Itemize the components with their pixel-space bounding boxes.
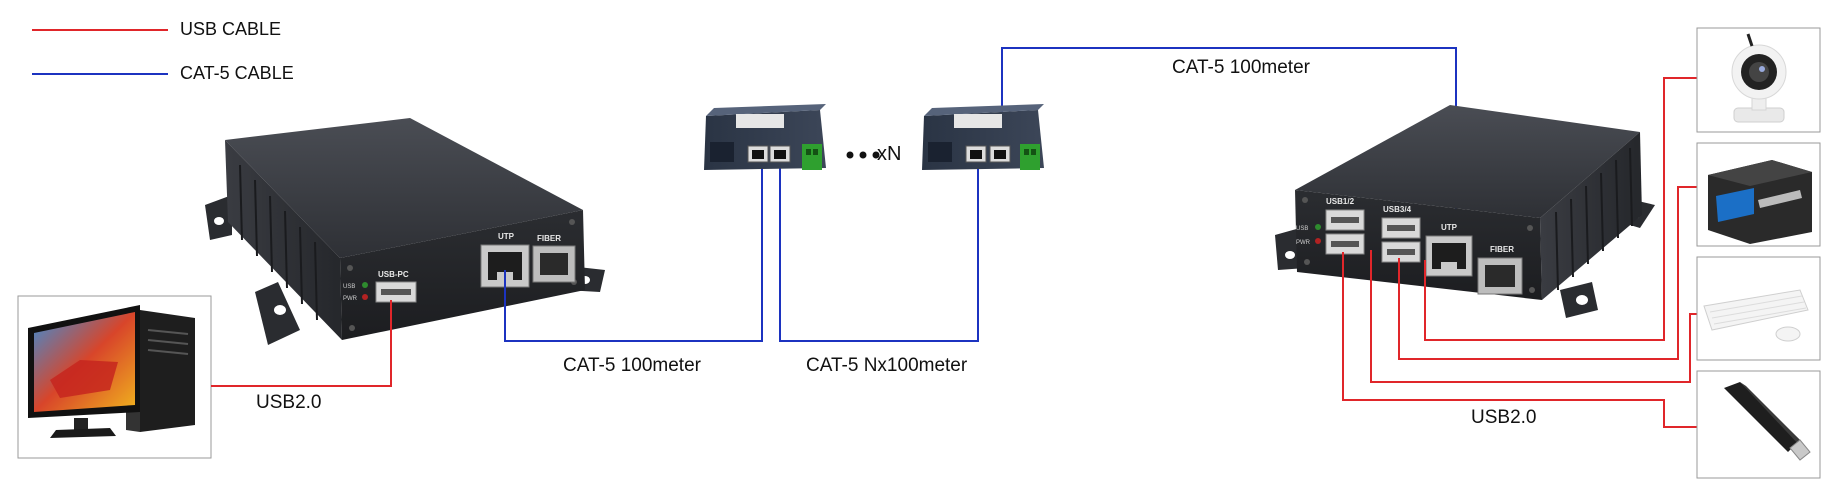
left-led-usb bbox=[362, 282, 368, 288]
right-port-usb34-label: USB3/4 bbox=[1383, 205, 1412, 214]
left-usb-cable bbox=[211, 300, 392, 387]
usb-cable-usb-drive bbox=[1342, 252, 1697, 428]
cat5-cable-left bbox=[504, 151, 763, 342]
left-led-pwr bbox=[362, 294, 368, 300]
fiber-switch-1 bbox=[704, 104, 826, 170]
usb-drive-icon bbox=[1696, 370, 1821, 479]
right-extender: USB PWR USB1/2 USB3/4 UTP FIBER bbox=[1275, 105, 1655, 318]
right-led-usb-label: USB bbox=[1296, 226, 1308, 232]
right-led-pwr bbox=[1315, 238, 1321, 244]
usb-cable-camera bbox=[1424, 77, 1697, 341]
legend-cat5-label: CAT-5 CABLE bbox=[180, 63, 294, 83]
usb-cable-keyboard bbox=[1370, 250, 1697, 383]
left-led-usb-label: USB bbox=[343, 284, 355, 290]
right-led-pwr-label: PWR bbox=[1296, 240, 1311, 246]
right-port-fiber-label: FIBER bbox=[1490, 245, 1514, 254]
keyboard-icon bbox=[1696, 256, 1821, 361]
left-port-utp-label: UTP bbox=[498, 232, 515, 241]
cat5-left-label: CAT-5 100meter bbox=[563, 355, 701, 376]
computer-icon bbox=[17, 295, 212, 459]
right-led-usb bbox=[1315, 224, 1321, 230]
left-extender: USB PWR USB-PC UTP FIBER bbox=[205, 118, 605, 345]
repeat-dot-2 bbox=[859, 151, 867, 159]
left-port-fiber-label: FIBER bbox=[537, 234, 561, 243]
camera-icon bbox=[1696, 27, 1821, 133]
right-port-usb12-label: USB1/2 bbox=[1326, 197, 1355, 206]
left-led-pwr-label: PWR bbox=[343, 296, 358, 302]
fiber-switch-2 bbox=[922, 104, 1044, 170]
repeat-dot-3 bbox=[872, 151, 880, 159]
right-usb-label: USB2.0 bbox=[1471, 407, 1537, 428]
left-port-usb-pc-label: USB-PC bbox=[378, 270, 409, 279]
right-port-utp-label: UTP bbox=[1441, 223, 1458, 232]
repeat-label: xN bbox=[877, 143, 902, 165]
printer-icon bbox=[1696, 142, 1821, 247]
usb-cable-printer bbox=[1398, 186, 1697, 360]
cat5-mid-label: CAT-5 Nx100meter bbox=[806, 355, 968, 376]
legend-usb-label: USB CABLE bbox=[180, 19, 282, 39]
repeat-dot-1 bbox=[846, 151, 854, 159]
cat5-cable-middle bbox=[779, 151, 979, 342]
left-usb-label: USB2.0 bbox=[256, 392, 322, 413]
cat5-top-label: CAT-5 100meter bbox=[1172, 57, 1310, 78]
